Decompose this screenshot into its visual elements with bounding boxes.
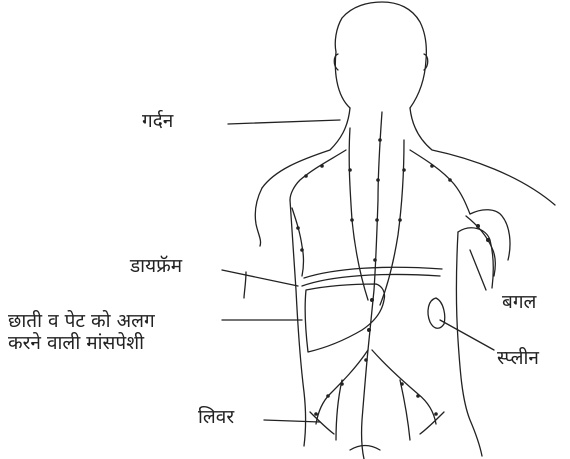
left-arm-inner [244, 272, 246, 298]
right-body-outline [457, 232, 483, 456]
neck-leader-line [228, 120, 340, 124]
left-shoulder [255, 188, 262, 246]
diaphragm-description-line-1: छाती व पेट को अलग [8, 310, 155, 332]
neck-label: गर्दन [142, 110, 173, 132]
groin-center [350, 446, 380, 451]
left-body-outline [290, 200, 306, 446]
left-chest-chain [292, 208, 304, 276]
head-outline [335, 2, 426, 108]
spleen-label: स्प्लीन [497, 347, 539, 369]
pelvic-chain-right-2 [400, 380, 410, 440]
right-arm-lower [458, 228, 493, 288]
neck-right [410, 108, 555, 205]
armpit-leader-line [470, 250, 486, 290]
pelvic-chain-right [372, 350, 436, 424]
groin-right [420, 412, 444, 434]
shoulder-chain-right [410, 150, 470, 214]
pelvic-chain-left [316, 350, 368, 424]
spleen-leader-line [440, 320, 494, 350]
spleen-shape [428, 298, 445, 328]
right-arm-upper [470, 210, 510, 260]
shoulder-chain-left [290, 150, 346, 200]
chain-right-branch [380, 140, 404, 305]
diaphragm-description-line-2: करने वाली मांसपेशी [8, 332, 155, 354]
chain-left-branch [349, 128, 368, 300]
pelvic-chain-left-2 [336, 380, 342, 440]
diaphragm-description-label: छाती व पेट को अलग करने वाली मांसपेशी [8, 310, 155, 354]
liver-leader-line [264, 420, 320, 422]
liver-label: लिवर [198, 406, 234, 428]
groin-left [310, 412, 334, 434]
liver-shape [305, 284, 384, 352]
armpit-label: बगल [502, 291, 536, 313]
axillary-chain [466, 216, 495, 276]
diaphragm-leader-line [222, 270, 298, 286]
diaphragm-label: डायफ्रॅम [130, 255, 182, 277]
diaphragm-band-inner [304, 267, 442, 278]
